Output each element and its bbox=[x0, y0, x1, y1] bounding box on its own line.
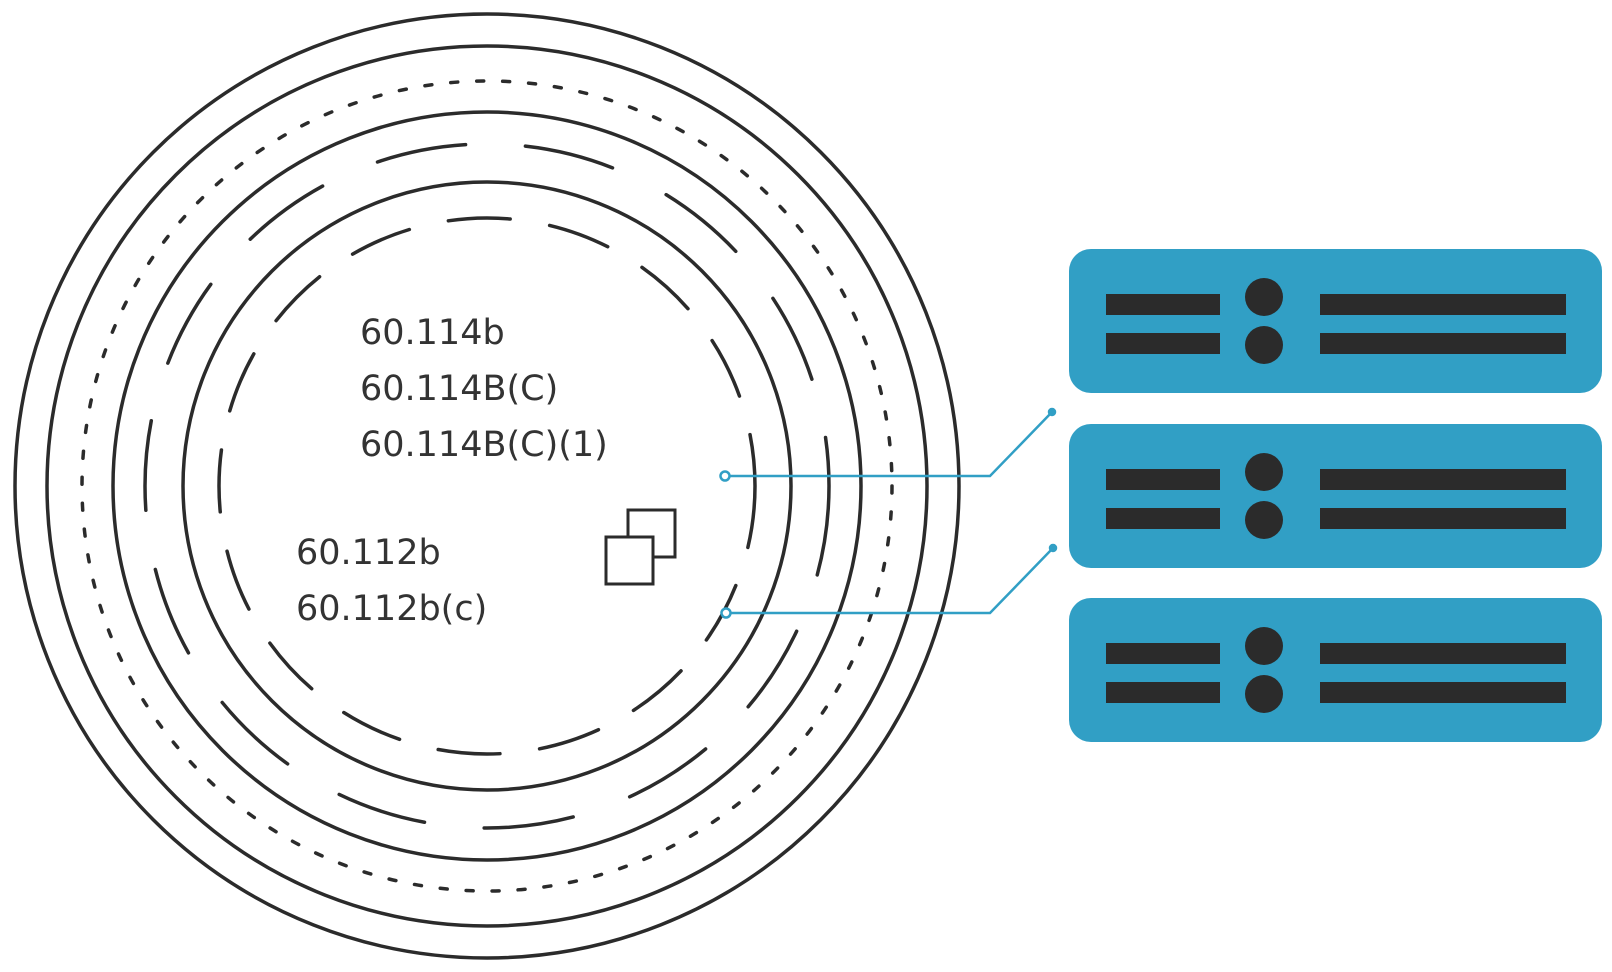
server-bar bbox=[1320, 469, 1566, 490]
server-icon bbox=[1069, 424, 1602, 568]
server-indicator-dot bbox=[1245, 501, 1283, 539]
second-ring bbox=[45, 44, 929, 928]
server-icon bbox=[1069, 249, 1602, 393]
server-bar bbox=[1106, 294, 1220, 315]
server-bar bbox=[1320, 508, 1566, 529]
server-bar bbox=[1106, 508, 1220, 529]
connector-upper-start-dot bbox=[719, 470, 731, 482]
server-bar bbox=[1106, 333, 1220, 354]
inner-dash-ring bbox=[217, 216, 757, 756]
server-indicator-dot bbox=[1245, 627, 1283, 665]
connector-lower-start-dot bbox=[720, 607, 732, 619]
outer-ring bbox=[13, 12, 961, 960]
connector-upper-end-dot bbox=[1047, 407, 1057, 417]
dotted-ring bbox=[80, 79, 894, 893]
server-bar bbox=[1106, 682, 1220, 703]
server-indicator-dot bbox=[1245, 453, 1283, 491]
connectors bbox=[719, 407, 1058, 619]
label-60-114b-c: 60.114B(C) bbox=[360, 369, 558, 409]
server-icon bbox=[1069, 598, 1602, 742]
server-bar bbox=[1320, 682, 1566, 703]
server-bar bbox=[1320, 294, 1566, 315]
label-60-114b: 60.114b bbox=[360, 313, 505, 353]
connector-lower-end-dot bbox=[1048, 543, 1058, 553]
server-body bbox=[1069, 424, 1602, 568]
server-bar bbox=[1106, 469, 1220, 490]
label-60-114b-c-1: 60.114B(C)(1) bbox=[360, 425, 608, 465]
label-60-112b: 60.112b bbox=[296, 533, 441, 573]
connector-upper bbox=[728, 411, 1053, 478]
inner-ring bbox=[181, 180, 793, 792]
server-bar bbox=[1320, 333, 1566, 354]
server-body bbox=[1069, 598, 1602, 742]
label-group-112: 60.112b 60.112b(c) bbox=[296, 533, 487, 629]
long-dash-ring bbox=[143, 142, 831, 830]
server-stack bbox=[1069, 249, 1602, 742]
copy-icon bbox=[604, 508, 677, 586]
server-bar bbox=[1106, 643, 1220, 664]
server-indicator-dot bbox=[1245, 278, 1283, 316]
concentric-rings bbox=[13, 12, 961, 960]
server-indicator-dot bbox=[1245, 675, 1283, 713]
server-bar bbox=[1320, 643, 1566, 664]
server-body bbox=[1069, 249, 1602, 393]
connector-lower bbox=[729, 547, 1054, 615]
label-group-114: 60.114b 60.114B(C) 60.114B(C)(1) bbox=[360, 313, 608, 465]
label-60-112b-c: 60.112b(c) bbox=[296, 589, 487, 629]
third-ring bbox=[111, 110, 863, 862]
server-indicator-dot bbox=[1245, 326, 1283, 364]
